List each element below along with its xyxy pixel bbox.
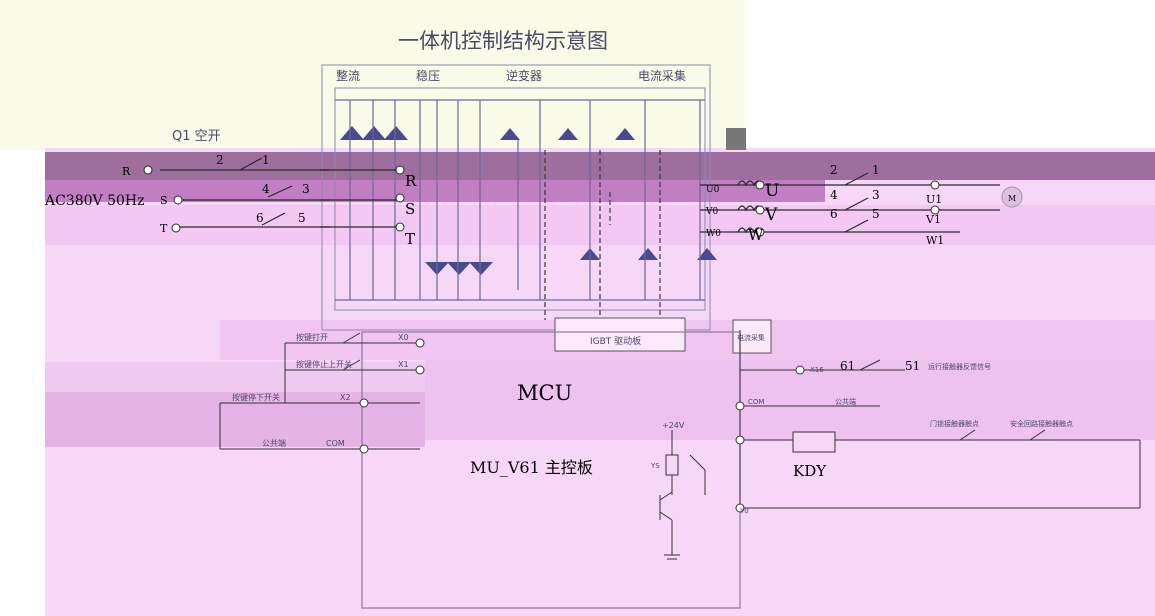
run-51: 51 (905, 359, 920, 373)
voltage-label: +24V (662, 421, 685, 430)
ct-6: 6 (830, 207, 838, 221)
ct-5: 5 (872, 207, 880, 221)
motor-label: M (1008, 194, 1016, 203)
current-detect-box (732, 319, 772, 354)
x2-label: X2 (340, 393, 351, 402)
term-2: 2 (216, 153, 224, 167)
y0-label: Y0 (739, 507, 749, 515)
ct-w1: W1 (926, 234, 944, 247)
igbt-label: IGBT 驱动板 (590, 335, 641, 347)
igbt-signal-lines (544, 150, 661, 320)
sw-up: 按键停止上开关 (296, 359, 352, 369)
x16-label: X16 (810, 366, 824, 374)
sw-open: 按键打开 (296, 332, 328, 342)
sw-common: 公共端 (262, 438, 286, 448)
term-4: 4 (262, 182, 270, 196)
mid-stripe-2 (45, 362, 425, 392)
term-3: 3 (302, 182, 310, 196)
label-stab: 稳压 (416, 68, 440, 83)
board-label: MU_V61 主控板 (470, 458, 593, 477)
motor-icon (1001, 186, 1023, 208)
mid-stripe (220, 320, 1155, 360)
bus-r: R (405, 172, 417, 190)
sw-com: COM (326, 439, 345, 448)
mcu-label: MCU (517, 381, 572, 405)
ct-2: 2 (830, 163, 838, 177)
run-61: 61 (840, 359, 855, 373)
out-w: W (748, 226, 764, 244)
out-w0: W0 (706, 229, 721, 239)
left-switch-lines (219, 332, 420, 450)
safety-contact-label: 安全回路接触器触点 (1010, 419, 1073, 428)
out-u0: U0 (706, 185, 720, 195)
ct-v1: V1 (925, 213, 941, 226)
label-cur: 电流采集 (638, 68, 686, 83)
phase-r: R (122, 165, 131, 178)
run-com: COM (748, 398, 764, 406)
input-lines (160, 157, 400, 228)
input-voltage: AC380V 50Hz (44, 193, 145, 209)
run-signal-label: 运行接触器反馈信号 (928, 362, 991, 371)
door-contact-label: 门锁接触器触点 (930, 419, 979, 428)
breaker-label: Q1 空开 (172, 129, 221, 144)
ct-u1: U1 (926, 193, 942, 206)
ct-1: 1 (872, 163, 880, 177)
current-detect-label: 电流采集 (737, 333, 765, 342)
rectifier-diodes-top (340, 126, 635, 140)
label-inv: 逆变器 (506, 68, 542, 83)
inverter-inner-box (334, 87, 706, 311)
input-terminals (143, 165, 405, 233)
x1-label: X1 (398, 360, 409, 369)
igbt-driver-box (554, 317, 686, 352)
phase-s: S (160, 194, 168, 207)
phase-t: T (160, 222, 168, 235)
mid-stripe-3 (425, 360, 1155, 440)
run-common: 公共端 (835, 397, 856, 406)
output-terminals (755, 180, 940, 237)
relay-driver (659, 430, 706, 560)
bus-lines (335, 99, 705, 301)
ys-label: YS (650, 462, 660, 470)
out-v0: V0 (705, 207, 718, 217)
output-lines (700, 172, 1000, 234)
kdy-relay-coil (792, 431, 836, 453)
x0-label: X0 (398, 333, 409, 342)
term-5: 5 (298, 211, 306, 225)
ct-3: 3 (872, 188, 880, 202)
right-terminals (735, 365, 805, 513)
term-1: 1 (262, 153, 270, 167)
left-terminals (359, 338, 425, 454)
term-6: 6 (256, 211, 264, 225)
second-stripe (45, 180, 825, 202)
ct-4: 4 (830, 188, 838, 202)
sw-down: 按键停下开关 (232, 392, 280, 402)
label-rect: 整流 (336, 68, 360, 83)
dark-block (726, 128, 746, 150)
bus-s: S (405, 200, 415, 218)
diagram-title: 一体机控制结构示意图 (398, 29, 608, 53)
out-u: U (765, 181, 779, 201)
bus-t: T (405, 230, 415, 248)
kdy-label: KDY (793, 462, 827, 480)
out-v: V (764, 205, 778, 225)
inverter-module-box (321, 64, 711, 331)
